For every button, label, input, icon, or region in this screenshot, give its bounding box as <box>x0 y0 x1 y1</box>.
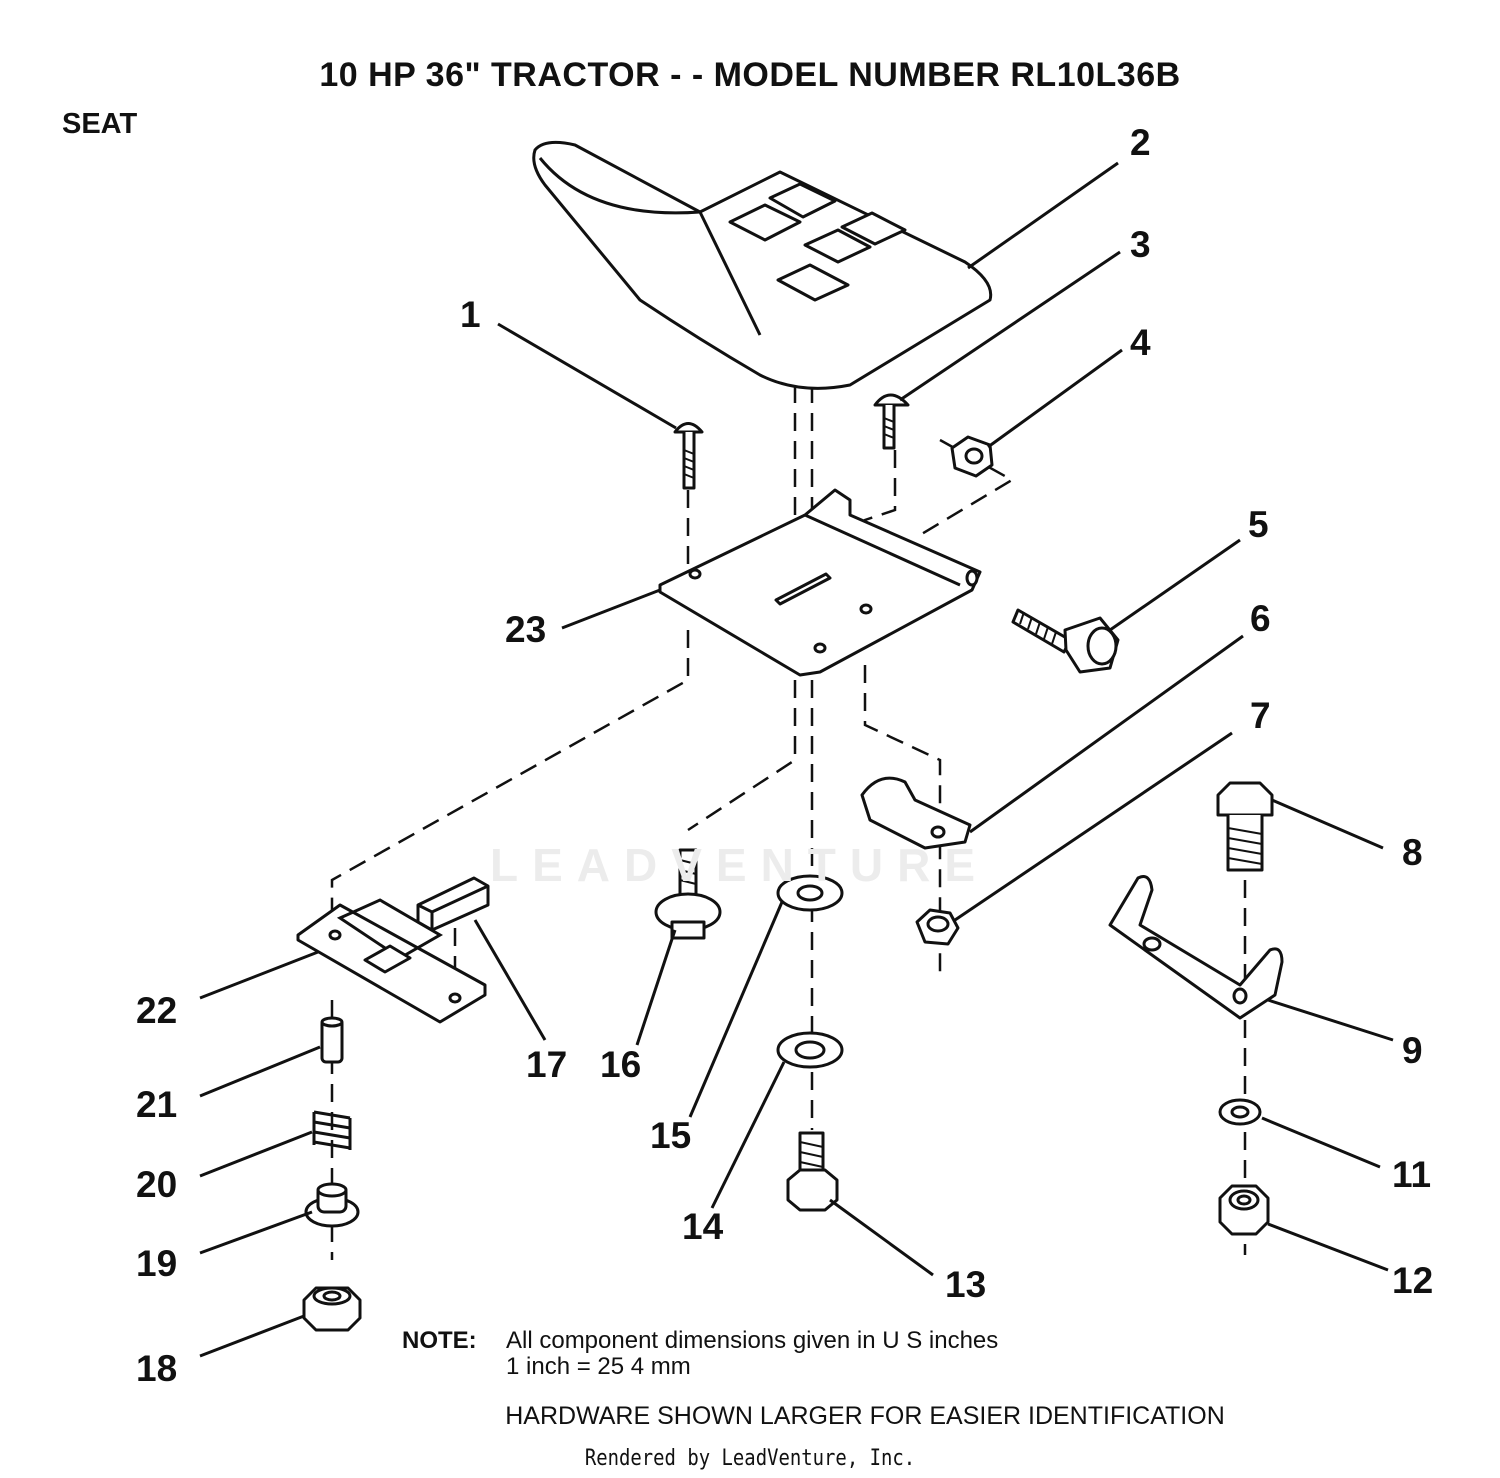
lock-nut-part-7 <box>915 908 960 946</box>
callout-23: 23 <box>505 609 547 650</box>
section-label: SEAT <box>62 108 138 140</box>
hardware-note: HARDWARE SHOWN LARGER FOR EASIER IDENTIF… <box>505 1402 1225 1430</box>
hex-bolt-part-13 <box>786 1131 839 1212</box>
slide-plate-part-22 <box>296 898 487 1024</box>
callout-22: 22 <box>136 990 178 1031</box>
leader-lines <box>199 161 1394 1358</box>
callout-21: 21 <box>136 1084 178 1125</box>
callout-3: 3 <box>1130 224 1151 265</box>
callout-14: 14 <box>682 1206 724 1247</box>
washer-part-14 <box>776 1031 844 1069</box>
hex-nut-part-4 <box>950 435 994 478</box>
assembly-dashed-lines <box>330 385 1247 1260</box>
callout-20: 20 <box>136 1164 178 1205</box>
callout-16: 16 <box>600 1044 642 1085</box>
callout-9: 9 <box>1402 1030 1423 1071</box>
note-line-2: 1 inch = 25 4 mm <box>506 1353 691 1380</box>
rendered-by-credit: Rendered by LeadVenture, Inc. <box>584 1446 916 1471</box>
shoulder-screw-part-16 <box>654 848 722 940</box>
callout-8: 8 <box>1402 832 1423 873</box>
shoulder-bolt-part-5 <box>1011 608 1120 674</box>
callout-7: 7 <box>1250 695 1271 736</box>
note-line-1: All component dimensions given in U S in… <box>506 1327 999 1354</box>
callout-15: 15 <box>650 1115 692 1156</box>
diagram-title: 10 HP 36" TRACTOR - - MODEL NUMBER RL10L… <box>319 56 1181 94</box>
washer-part-15 <box>776 874 844 912</box>
flange-nut-part-18 <box>302 1286 362 1332</box>
callout-17: 17 <box>526 1044 568 1085</box>
hex-bolt-part-8 <box>1216 781 1274 872</box>
callout-5: 5 <box>1248 504 1269 545</box>
callout-6: 6 <box>1250 598 1271 639</box>
seat-part-2 <box>532 140 993 390</box>
round-head-bolt-part-3 <box>873 393 910 450</box>
callout-4: 4 <box>1130 322 1151 363</box>
seat-bracket-part-23 <box>658 488 982 677</box>
callout-2: 2 <box>1130 122 1151 163</box>
callout-12: 12 <box>1392 1260 1434 1301</box>
dimension-note: NOTE: All component dimensions given in U… <box>402 1328 998 1380</box>
washer-part-11 <box>1218 1098 1262 1126</box>
carriage-bolt-part-1 <box>673 422 704 490</box>
note-label: NOTE: <box>402 1327 477 1354</box>
callout-1: 1 <box>460 294 481 335</box>
callout-11: 11 <box>1392 1154 1432 1195</box>
clip-part-6 <box>860 776 972 850</box>
spring-part-20 <box>312 1110 352 1150</box>
callout-18: 18 <box>136 1348 178 1389</box>
pin-part-21 <box>320 1016 344 1064</box>
knob-part-19 <box>304 1182 360 1228</box>
bracket-part-9 <box>1108 875 1284 1020</box>
lock-nut-part-12 <box>1218 1184 1270 1236</box>
callout-13: 13 <box>945 1264 987 1305</box>
watermark: LEADVENTURE <box>490 839 990 891</box>
callout-19: 19 <box>136 1243 178 1284</box>
